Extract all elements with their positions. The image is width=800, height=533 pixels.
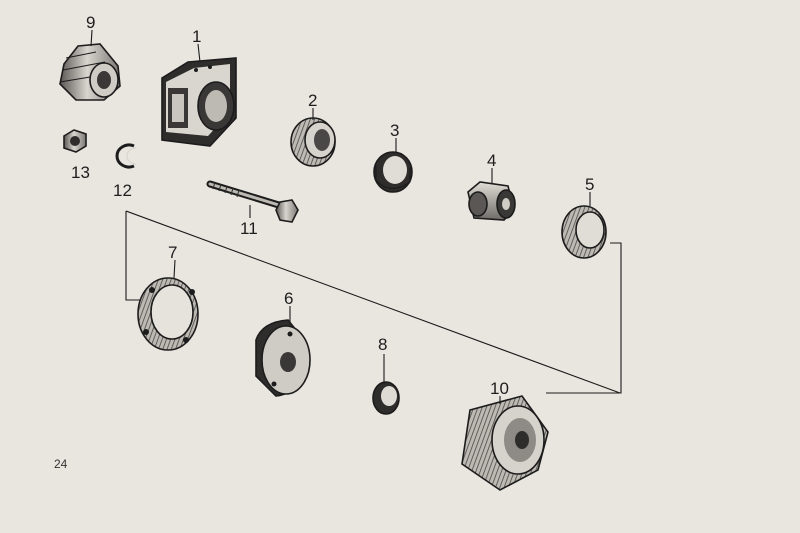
page-number: 24: [54, 457, 68, 471]
part-4-sleeve: [467, 168, 516, 221]
part-7-gasket: [137, 259, 199, 351]
callout-6: 6: [284, 289, 293, 308]
part-3-ring: [373, 138, 413, 193]
callout-8: 8: [378, 335, 387, 354]
part-1-housing-block: [161, 43, 237, 147]
part-9-cone-cover: [59, 29, 121, 101]
callout-9: 9: [86, 13, 95, 32]
callout-13: 13: [71, 163, 90, 182]
assembly-outline-lines: [125, 210, 622, 394]
part-6-flange: [255, 306, 311, 397]
callout-2: 2: [308, 91, 317, 110]
callout-5: 5: [585, 175, 594, 194]
part-8-small-ring: [372, 354, 400, 415]
callout-labels: 9 1 2 3 4 5 13 12 11 7 6 8 10: [71, 13, 594, 398]
callout-3: 3: [390, 121, 399, 140]
callout-11: 11: [240, 219, 258, 238]
callout-10: 10: [490, 379, 509, 398]
part-5-seal-ring: [561, 192, 607, 259]
callout-12: 12: [113, 181, 132, 200]
part-10-cone-housing: [461, 395, 549, 491]
part-2-bearing: [290, 108, 336, 167]
part-13-nut: [63, 129, 87, 153]
callout-1: 1: [192, 27, 201, 46]
part-12-circlip: [115, 143, 137, 169]
callout-7: 7: [168, 243, 177, 262]
part-11-bolt: [206, 180, 299, 223]
callout-4: 4: [487, 151, 496, 170]
